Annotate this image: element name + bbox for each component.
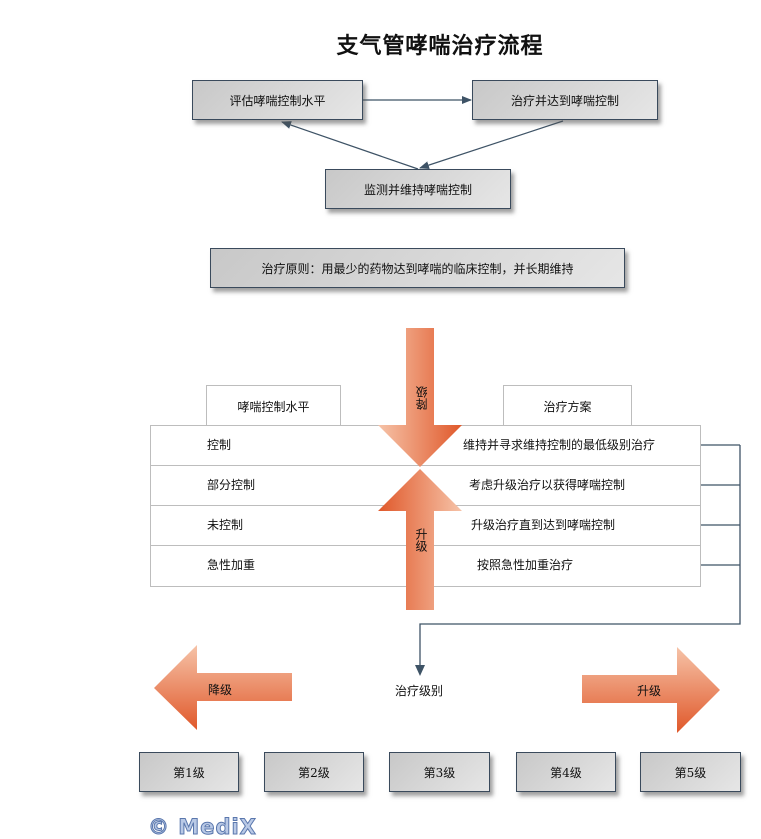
plan-bracket-connector — [419, 444, 741, 668]
level-1-box: 第1级 — [139, 752, 239, 792]
control-level-cell: 控制 — [207, 438, 232, 452]
control-plan-table: 控制 维持并寻求维持控制的最低级别治疗 部分控制 考虑升级治疗以获得哮喘控制 未… — [150, 425, 701, 587]
assess-box: 评估哮喘控制水平 — [192, 80, 363, 120]
treat-box-label: 治疗并达到哮喘控制 — [510, 93, 619, 108]
arrow-monitor-to-assess — [281, 121, 419, 170]
treatment-plan-cell: 维持并寻求维持控制的最低级别治疗 — [463, 438, 656, 452]
monitor-box-label: 监测并维持哮喘控制 — [363, 182, 472, 197]
treatment-plan-header-label: 治疗方案 — [543, 399, 592, 414]
watermark-logo: © MediX — [148, 815, 257, 839]
treat-box: 治疗并达到哮喘控制 — [472, 80, 658, 120]
level-1-label: 第1级 — [173, 765, 205, 780]
table-row: 控制 维持并寻求维持控制的最低级别治疗 — [151, 426, 700, 466]
treatment-plan-cell: 按照急性加重治疗 — [477, 558, 574, 572]
table-row: 部分控制 考虑升级治疗以获得哮喘控制 — [151, 466, 700, 506]
left-arrow-label: 降级 — [208, 683, 233, 697]
control-level-cell: 部分控制 — [207, 478, 256, 492]
control-level-cell: 急性加重 — [207, 558, 256, 572]
treatment-plan-header: 治疗方案 — [503, 385, 632, 426]
monitor-box: 监测并维持哮喘控制 — [325, 169, 511, 209]
assess-box-label: 评估哮喘控制水平 — [229, 93, 326, 108]
treatment-plan-cell: 考虑升级治疗以获得哮喘控制 — [469, 478, 626, 492]
level-3-label: 第3级 — [423, 765, 456, 780]
level-3-box: 第3级 — [389, 752, 490, 792]
treatment-level-caption: 治疗级别 — [395, 684, 444, 698]
arrow-treat-to-monitor — [419, 120, 564, 169]
left-arrow-shape — [154, 645, 292, 730]
control-level-cell: 未控制 — [207, 518, 244, 532]
level-4-box: 第4级 — [516, 752, 616, 792]
arrow-to-levels-head — [415, 665, 425, 676]
level-5-box: 第5级 — [640, 752, 741, 792]
right-arrow-shape — [582, 647, 720, 733]
table-row: 急性加重 按照急性加重治疗 — [151, 546, 700, 586]
control-level-header-label: 哮喘控制水平 — [237, 399, 310, 414]
level-5-label: 第5级 — [674, 765, 707, 780]
level-4-label: 第4级 — [550, 765, 582, 780]
step-up-label: 升级 — [414, 528, 428, 552]
control-level-header: 哮喘控制水平 — [206, 385, 341, 426]
treatment-plan-cell: 升级治疗直到达到哮喘控制 — [471, 518, 616, 532]
principle-label: 治疗原则：用最少的药物达到哮喘的临床控制，并长期维持 — [261, 261, 574, 276]
principle-box: 治疗原则：用最少的药物达到哮喘的临床控制，并长期维持 — [210, 248, 625, 288]
right-arrow-label: 升级 — [637, 684, 662, 698]
level-2-box: 第2级 — [264, 752, 364, 792]
step-down-label: 降级 — [415, 386, 429, 410]
level-2-label: 第2级 — [298, 765, 330, 780]
page-title: 支气管哮喘治疗流程 — [336, 33, 544, 59]
